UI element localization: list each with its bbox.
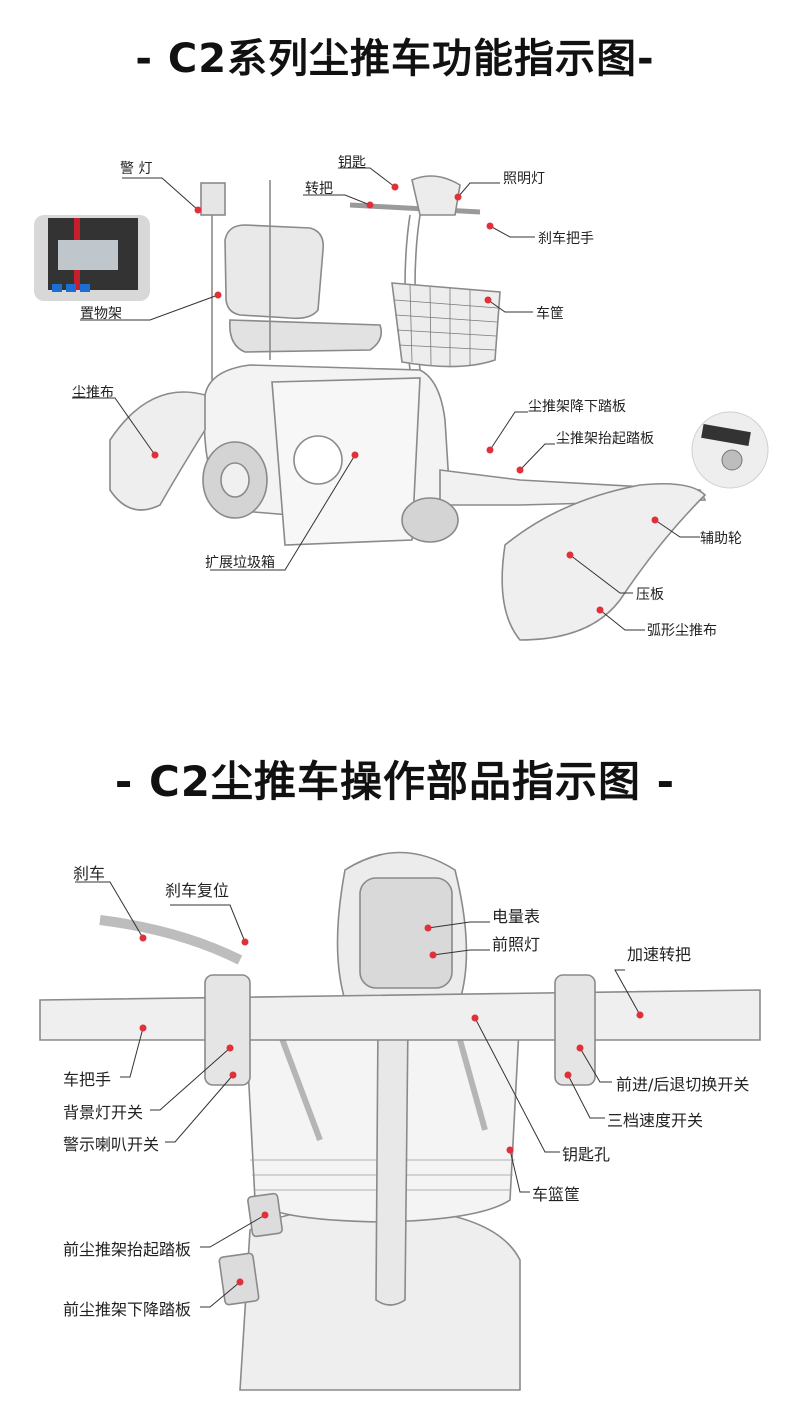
section2-markers xyxy=(139,924,644,1286)
label-basket-2: 车篮筐 xyxy=(532,1185,581,1204)
section1-markers xyxy=(151,183,659,614)
label-press-plate: 压板 xyxy=(636,587,664,603)
label-brake-lever: 刹车把手 xyxy=(538,231,594,247)
label-basket: 车筐 xyxy=(536,306,564,322)
label-front-light: 前照灯 xyxy=(492,935,541,954)
handlebar-sketch xyxy=(39,851,761,1391)
label-arc-mop: 弧形尘推布 xyxy=(647,623,717,639)
label-aux-wheel: 辅助轮 xyxy=(700,531,742,547)
section1-leaders xyxy=(72,167,700,631)
label-lift-pedal: 尘推架抬起踏板 xyxy=(556,431,654,447)
label-brake: 刹车 xyxy=(73,864,106,883)
label-speed-switch: 三档速度开关 xyxy=(607,1111,704,1130)
label-fwd-rev-switch: 前进/后退切换开关 xyxy=(616,1075,750,1094)
storage-rack-inset xyxy=(34,215,150,301)
section2-title: - C2尘推车操作部品指示图 - xyxy=(114,757,676,806)
label-warning-light: 警 灯 xyxy=(120,161,153,177)
label-storage-rack: 置物架 xyxy=(80,306,122,322)
label-handlebar: 车把手 xyxy=(63,1070,112,1089)
label-trash-bin: 扩展垃圾箱 xyxy=(205,555,275,571)
label-horn-switch: 警示喇叭开关 xyxy=(63,1135,160,1154)
label-front-lower-pedal: 前尘推架下降踏板 xyxy=(63,1300,192,1319)
aux-wheel-inset xyxy=(691,411,769,489)
label-throttle: 转把 xyxy=(305,181,333,197)
label-headlight: 照明灯 xyxy=(503,171,545,187)
section2-leaders xyxy=(75,881,641,1308)
cart-sketch xyxy=(109,175,707,641)
section1-title: - C2系列尘推车功能指示图- xyxy=(135,36,655,82)
label-key-hole: 钥匙孔 xyxy=(562,1145,611,1164)
label-backlight-switch: 背景灯开关 xyxy=(63,1103,144,1122)
label-front-lift-pedal: 前尘推架抬起踏板 xyxy=(63,1240,192,1259)
label-brake-reset: 刹车复位 xyxy=(165,881,230,900)
label-key: 钥匙 xyxy=(338,155,366,171)
label-accel-grip: 加速转把 xyxy=(627,945,692,964)
label-dust-mop: 尘推布 xyxy=(72,385,114,401)
label-lower-pedal: 尘推架降下踏板 xyxy=(528,399,626,415)
label-battery-meter: 电量表 xyxy=(492,907,541,926)
